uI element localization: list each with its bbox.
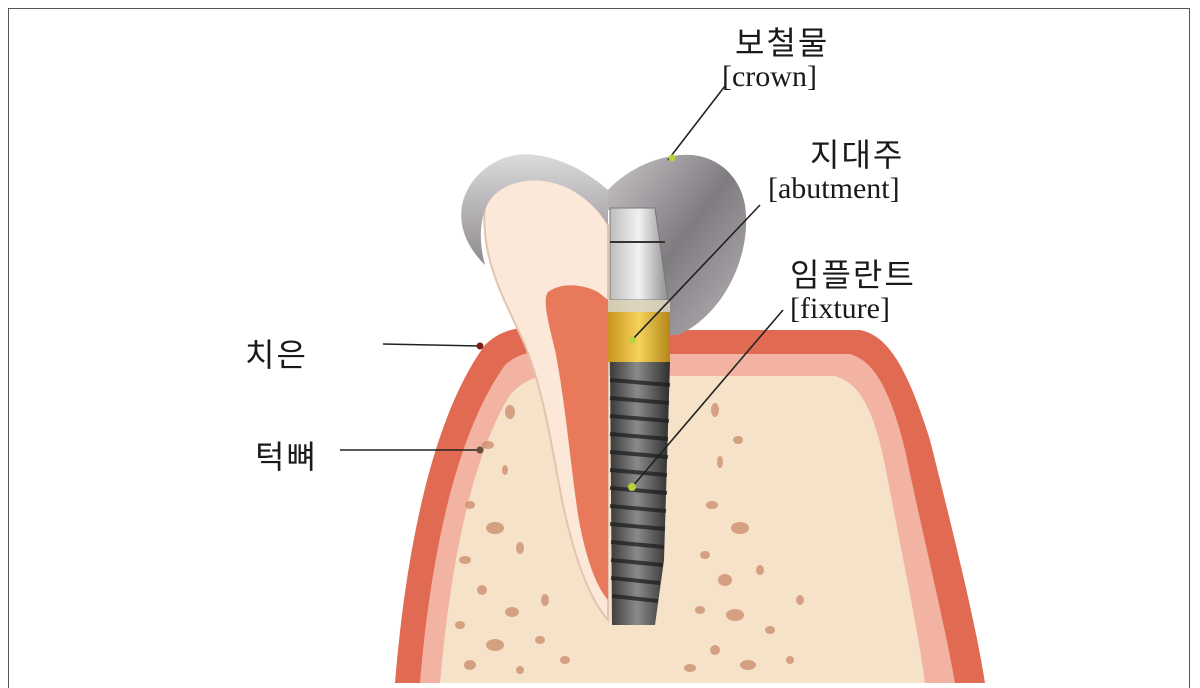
abutment-label-ko: 지대주 <box>810 130 904 176</box>
fixture-label-ko: 임플란트 <box>790 250 916 296</box>
gum-pointer <box>383 344 480 346</box>
crown-label-ko: 보철물 <box>735 18 829 64</box>
abutment-label-en: [abutment] <box>768 172 900 206</box>
gum-label-ko: 치은 <box>245 330 308 376</box>
crown-label-en: [crown] <box>722 60 817 94</box>
crown-pointer <box>668 86 725 160</box>
fixture-label-en: [fixture] <box>790 292 890 326</box>
bone-label-ko: 턱뼈 <box>255 432 318 478</box>
jaw-bone <box>440 375 925 683</box>
